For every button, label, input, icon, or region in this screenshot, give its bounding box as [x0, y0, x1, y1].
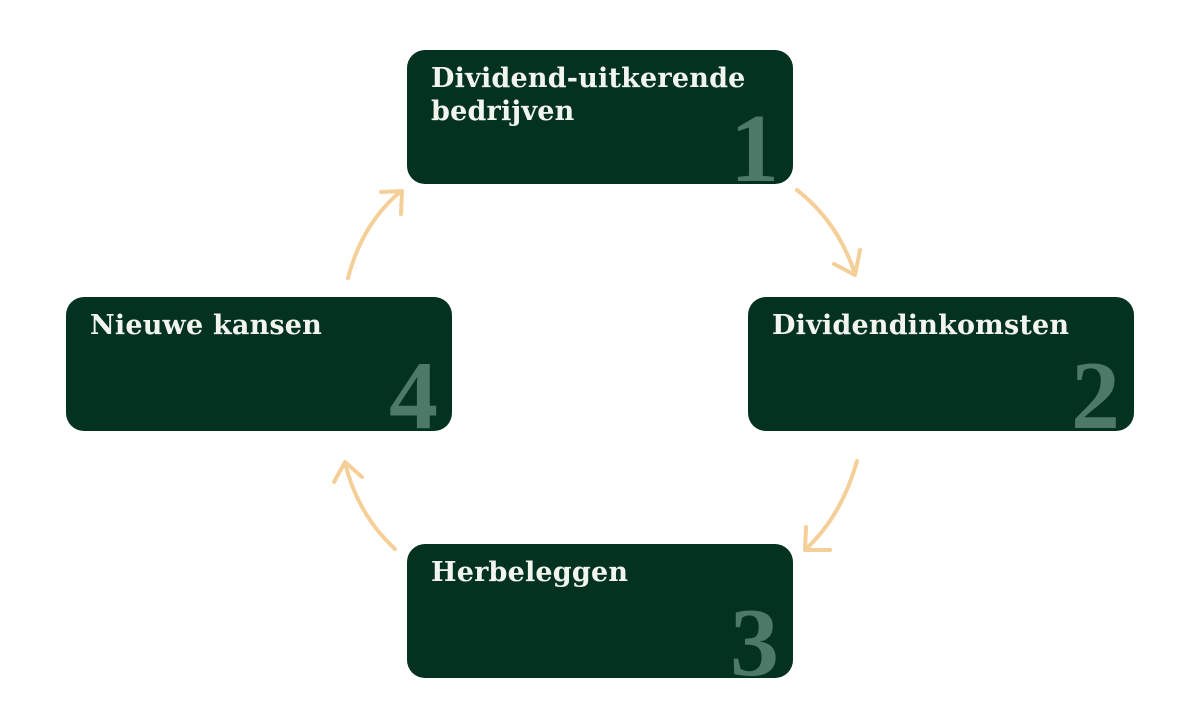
step-title: Nieuwe kansen [90, 310, 323, 341]
arrow-1-to-2-icon [795, 188, 862, 277]
step-number: 3 [730, 589, 779, 678]
arrow-3-to-4-icon [332, 460, 397, 551]
step-number: 4 [389, 342, 438, 431]
arrow-2-to-3-icon [803, 459, 859, 552]
step-number: 1 [730, 95, 779, 184]
step-box-1: Dividend-uitkerende bedrijven 1 [407, 50, 793, 184]
step-box-2: Dividendinkomsten 2 [748, 297, 1134, 431]
arrow-4-to-1-icon [346, 189, 404, 280]
step-title: Dividendinkomsten [772, 310, 1070, 341]
step-box-4: Nieuwe kansen 4 [66, 297, 452, 431]
step-title: Herbeleggen [431, 557, 629, 588]
step-box-3: Herbeleggen 3 [407, 544, 793, 678]
step-number: 2 [1071, 342, 1120, 431]
step-title: Dividend-uitkerende bedrijven [431, 63, 746, 127]
